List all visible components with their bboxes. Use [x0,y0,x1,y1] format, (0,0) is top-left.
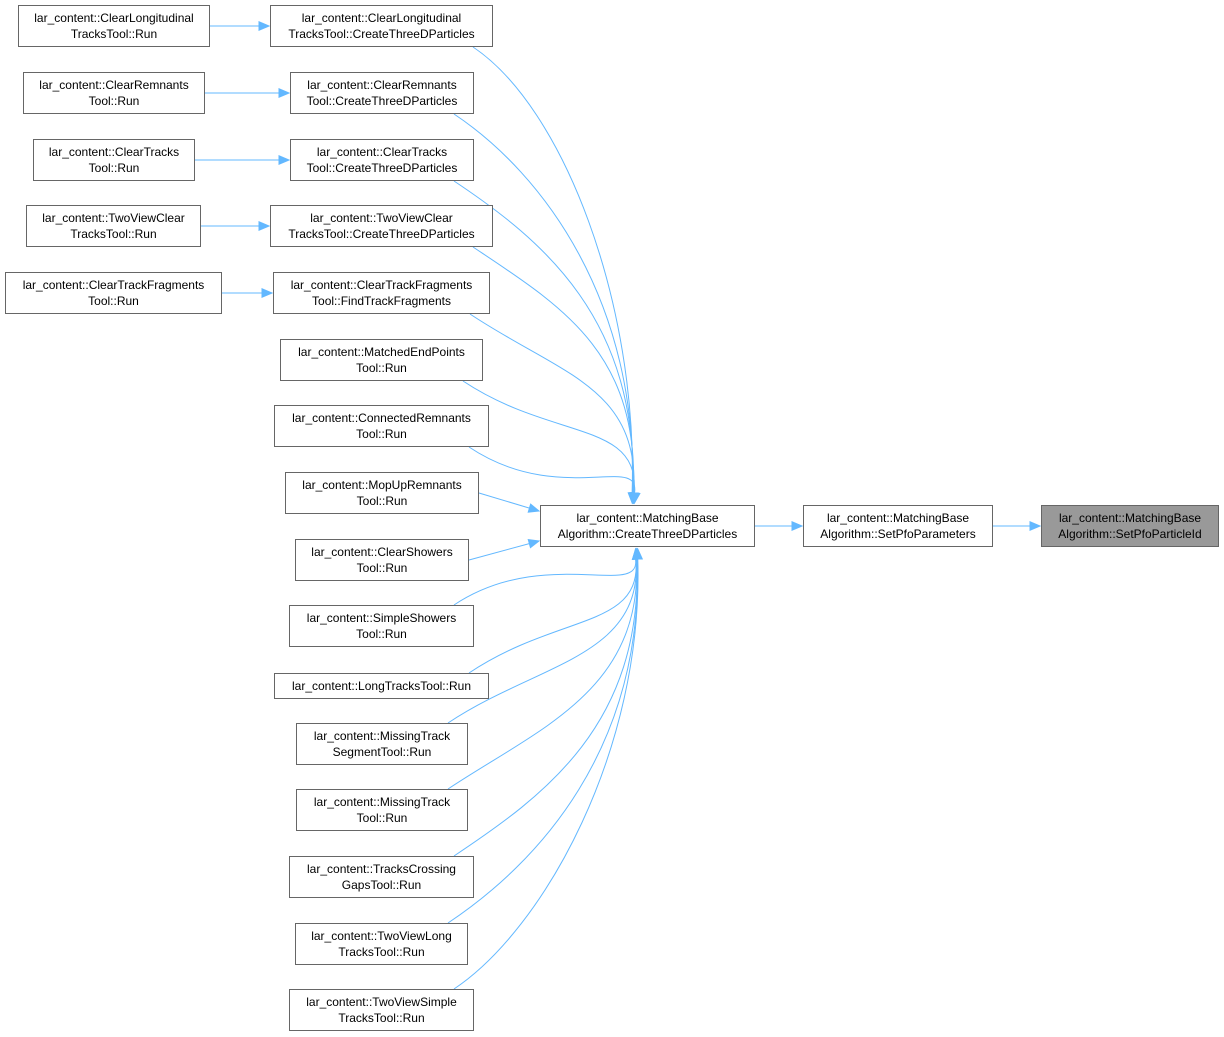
node-label-line: lar_content::ClearRemnants [39,78,189,92]
node-label-line: Tool::CreateThreeDParticles [306,94,458,108]
node-label-line: Tool::Run [356,811,408,825]
node-label-line: lar_content::ClearTracks [316,145,448,159]
node-label-line: lar_content::ClearTrackFragments [22,278,205,292]
node-label-line: lar_content::ClearLongitudinal [301,11,462,25]
edge-matched-end-to-matching-create [462,380,635,494]
edge-arrowhead [261,288,274,298]
edge-arrowhead [258,21,271,31]
node-label-line: Tool::Run [356,494,408,508]
edge-arrowhead [258,221,271,231]
node-label-line: lar_content::SimpleShowers [306,611,457,625]
node-label-line: Tool::Run [356,561,408,575]
edge-arrowhead [1029,521,1042,531]
edge-frag-find-to-matching-create [469,313,635,494]
edge-connected-remnants-to-matching-create [468,446,636,494]
node-label-line: Tool::CreateThreeDParticles [306,161,458,175]
node-label-line: TracksTool::Run [338,1011,425,1025]
edge-arrowhead [278,88,291,98]
edge-tracks-crossing-to-matching-create [453,558,638,857]
node-label-line: Tool::FindTrackFragments [312,294,451,308]
node-label-line: Tool::Run [88,94,140,108]
edge-clear-remnants-create-to-matching-create [453,113,634,494]
node-label-line: lar_content::ConnectedRemnants [292,411,471,425]
node-label-line: lar_content::ClearTrackFragments [290,278,473,292]
edge-arrowhead [278,155,291,165]
node-label-line: lar_content::MatchingBase [1058,511,1202,525]
node-label-line: GapsTool::Run [341,878,422,892]
edge-twoview-clear-create-to-matching-create [472,246,635,494]
edge-missing-track-to-matching-create [447,558,638,790]
node-label-line: Tool::Run [356,427,407,441]
node-label-line: TracksTool::CreateThreeDParticles [288,227,475,241]
edge-twoview-long-to-matching-create [447,558,639,924]
node-label-line: lar_content::TwoViewClear [42,211,185,225]
edge-layer [195,21,1042,990]
edge-simple-showers-to-matching-create [453,558,636,606]
node-label-line: TracksTool::Run [70,227,157,241]
node-label-line: lar_content::TwoViewSimple [306,995,457,1009]
node-label-line: TracksTool::Run [70,27,158,41]
node-label-line: Tool::Run [88,161,140,175]
node-label-line: TracksTool::CreateThreeDParticles [288,27,475,41]
node-label-line: lar_content::MopUpRemnants [302,478,462,492]
edge-long-tracks-to-matching-create [468,558,637,674]
node-label-line: lar_content::ClearShowers [311,545,453,559]
node-long-tracks[interactable]: lar_content::LongTracksTool::Run [274,673,489,699]
edge-clear-showers-to-matching-create [468,540,540,561]
node-label-line: SegmentTool::Run [332,745,432,759]
node-label-line: lar_content::MissingTrack [313,729,451,743]
node-label-line: lar_content::ClearLongitudinal [34,11,194,25]
node-label-line: lar_content::MissingTrack [313,795,451,809]
node-label-line: Tool::Run [88,294,139,308]
edge-arrowhead [791,521,804,531]
node-label-line: Tool::Run [356,627,407,641]
edge-arrowhead [630,491,641,505]
node-label-line: lar_content::MatchingBase [576,511,719,525]
node-label-line: Algorithm::CreateThreeDParticles [557,527,738,541]
edge-arrowhead [527,538,541,549]
node-label-line: Algorithm::SetPfoParticleId [1058,527,1202,541]
edge-clear-long-create-to-matching-create [472,46,633,494]
node-label-line: lar_content::TwoViewClear [310,211,453,225]
node-label-line: lar_content::ClearRemnants [307,78,457,92]
node-label-line: lar_content::ClearTracks [48,145,180,159]
node-label-line: lar_content::MatchingBase [826,511,970,525]
node-label-line: Algorithm::SetPfoParameters [820,527,976,541]
node-label-line: lar_content::TwoViewLong [311,929,452,943]
edge-twoview-simple-to-matching-create [453,558,639,990]
node-label-line: lar_content::LongTracksTool::Run [292,679,471,693]
edge-arrowhead [527,503,541,513]
node-label-line: Tool::Run [356,361,407,375]
node-label-line: lar_content::MatchedEndPoints [298,345,465,359]
edge-missing-segment-to-matching-create [447,558,637,724]
node-label-line: TracksTool::Run [338,945,425,959]
edge-arrowhead [633,547,644,560]
node-label-line: lar_content::TracksCrossing [307,862,456,876]
